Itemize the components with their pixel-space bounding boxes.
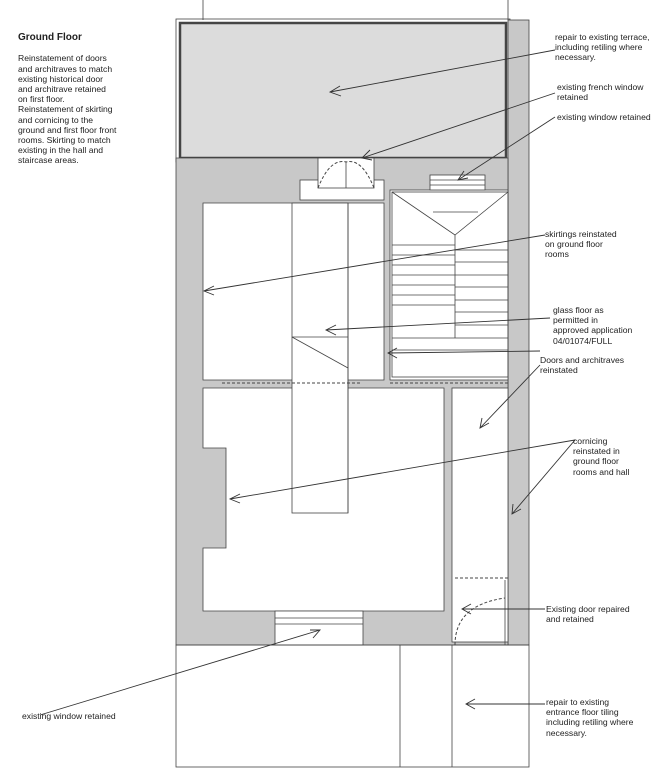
doors-note: Doors and architraves reinstated xyxy=(540,355,625,376)
terrace-note: repair to existing terrace, including re… xyxy=(555,32,650,63)
entrance-tiling-note: repair to existing entrance floor tiling… xyxy=(546,697,634,738)
staircase xyxy=(391,191,509,378)
existing-door-note: Existing door repaired and retained xyxy=(546,604,630,625)
rear-window xyxy=(429,174,486,191)
glass-floor-element xyxy=(291,202,349,514)
rear-window-note: existing window retained xyxy=(557,112,651,122)
entrance-area xyxy=(175,644,530,768)
hall xyxy=(451,387,509,643)
intro-title: Ground Floor xyxy=(18,32,82,44)
cornicing-note: cornicing reinstated in ground floor roo… xyxy=(573,436,630,477)
leader-lines xyxy=(39,49,576,716)
boundary-wall xyxy=(507,19,530,646)
front-window-note: existing window retained xyxy=(22,711,116,721)
glass-floor-note: glass floor as permitted in approved app… xyxy=(553,305,633,346)
intro-note: Ground Floor Reinstatement of doors and … xyxy=(18,22,168,176)
terrace-area xyxy=(178,21,508,160)
skirtings-note: skirtings reinstated on ground floor roo… xyxy=(545,229,617,260)
intro-body: Reinstatement of doors and architraves t… xyxy=(18,53,117,166)
french-window-note: existing french window retained xyxy=(557,82,644,103)
